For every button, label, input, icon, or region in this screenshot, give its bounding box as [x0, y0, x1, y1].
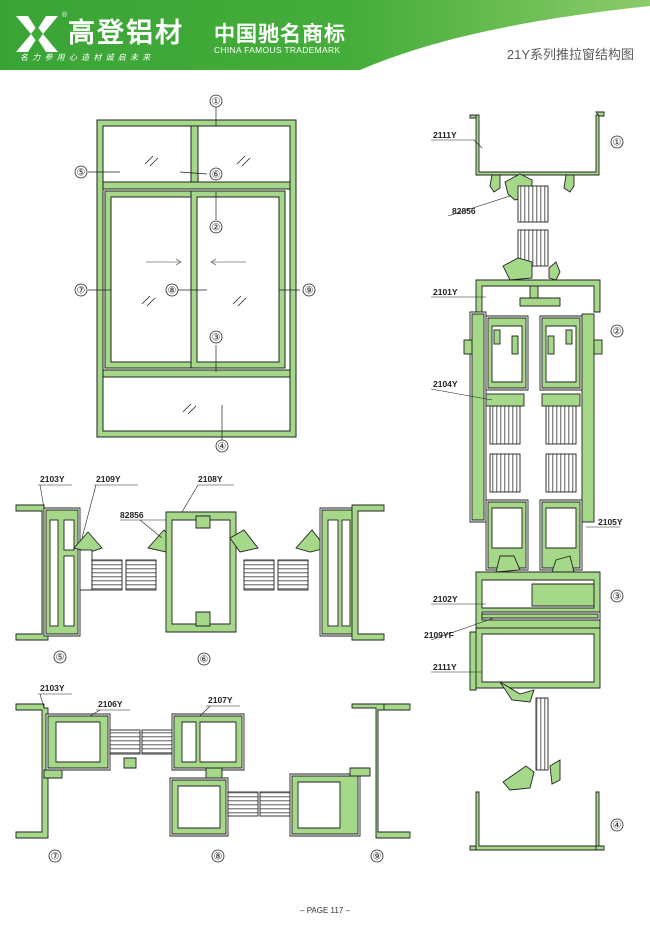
- section-callout-2: ②: [613, 327, 622, 338]
- section-label-5: ⑤: [56, 653, 65, 664]
- brand-name: 高登铝材: [68, 18, 184, 48]
- label-2108Y: 2108Y: [198, 474, 223, 484]
- brand-slogan: 名 力 参 用 心 造 材 诚 启 未 来: [20, 53, 152, 62]
- section-5-6: [15, 484, 385, 641]
- label-82856-right: 82856: [452, 206, 476, 216]
- label-2109Y: 2109Y: [96, 474, 121, 484]
- label-2103Y: 2103Y: [40, 474, 65, 484]
- section-callout-3: ③: [613, 592, 622, 603]
- label-2111Y-top: 2111Y: [433, 130, 457, 140]
- label-82856-left: 82856: [120, 510, 144, 520]
- section-label-7: ⑦: [51, 852, 60, 863]
- trademark-subtitle: CHINA FAMOUS TRADEMARK: [214, 45, 341, 55]
- callout-9: ⑨: [305, 286, 314, 297]
- section-7-8-9: [15, 693, 411, 839]
- section-label-9: ⑨: [373, 852, 382, 863]
- callout-5: ⑤: [77, 168, 86, 179]
- vertical-section: [430, 111, 620, 851]
- section-callouts: [610, 135, 624, 832]
- section-label-6: ⑥: [200, 655, 209, 666]
- label-2104Y: 2104Y: [433, 379, 458, 389]
- label-2101Y: 2101Y: [433, 287, 458, 297]
- elevation-callouts: [74, 94, 316, 453]
- callout-7: ⑦: [77, 286, 86, 297]
- label-2109YF: 2109YF: [424, 630, 454, 640]
- label-2103Y-lower: 2103Y: [40, 683, 65, 693]
- section-label-8: ⑧: [214, 852, 223, 863]
- header-background: [0, 0, 650, 70]
- section-callout-4: ④: [613, 821, 622, 832]
- window-elevation: [88, 107, 300, 440]
- registered-mark: ®: [62, 12, 68, 19]
- brand-logo-icon: [16, 16, 58, 52]
- structure-drawing: ① ⑤ ⑥ ② ⑦ ⑧ ⑨ ③ ④: [15, 94, 624, 863]
- label-2107Y: 2107Y: [208, 695, 233, 705]
- callout-6: ⑥: [212, 170, 221, 181]
- label-2111Y-bottom: 2111Y: [433, 662, 457, 672]
- label-2102Y: 2102Y: [433, 594, 458, 604]
- page-header: ® 高登铝材 名 力 参 用 心 造 材 诚 启 未 来 中国驰名商标 CHIN…: [0, 0, 650, 70]
- page-title: 21Y系列推拉窗结构图: [506, 47, 634, 62]
- section-callout-1: ①: [613, 138, 622, 149]
- callout-4: ④: [218, 442, 227, 453]
- callout-1: ①: [212, 97, 221, 108]
- callout-3: ③: [212, 333, 221, 344]
- callout-8: ⑧: [168, 286, 177, 297]
- page-number: – PAGE 117 –: [300, 906, 350, 915]
- trademark-title: 中国驰名商标: [214, 23, 346, 46]
- label-2106Y: 2106Y: [98, 699, 123, 709]
- callout-2: ②: [212, 223, 221, 234]
- label-2105Y: 2105Y: [598, 517, 623, 527]
